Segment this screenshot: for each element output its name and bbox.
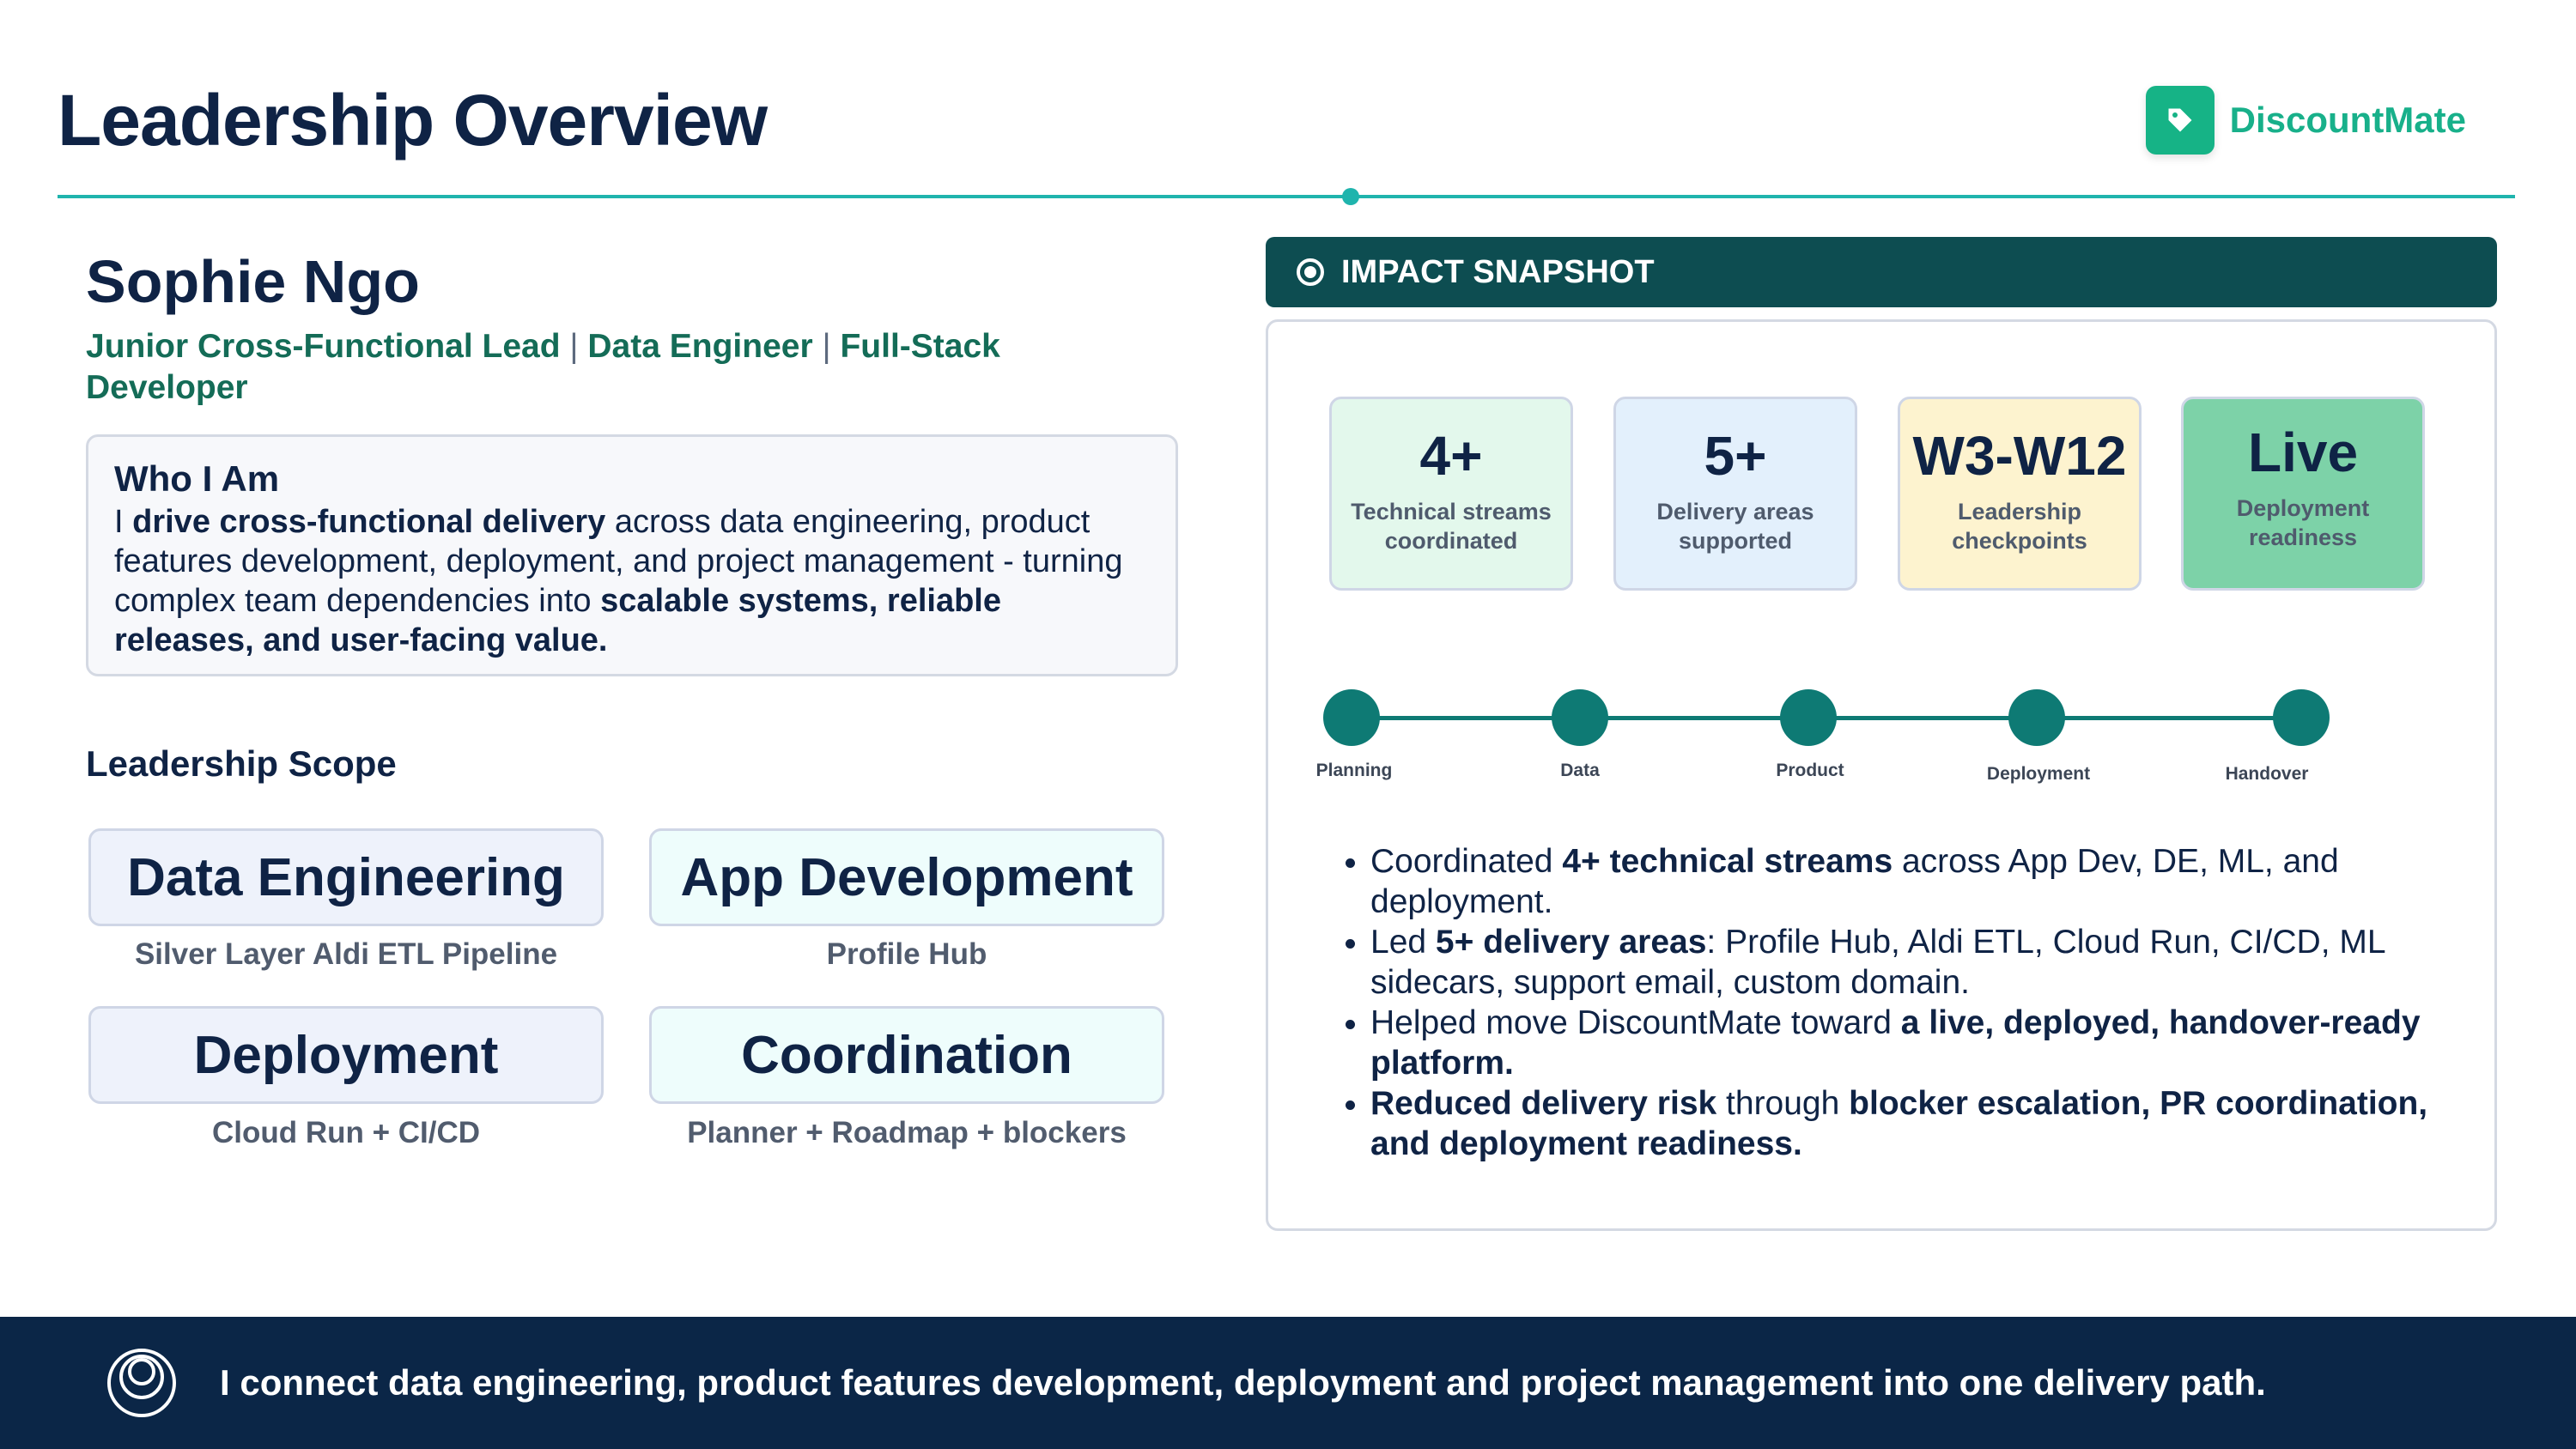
who-text-mid: across data engineering, product feature… [114, 504, 1123, 619]
timeline-dot [1780, 689, 1837, 746]
stat-card: 5+ Delivery areas supported [1613, 397, 1857, 591]
stat-card: Live Deployment readiness [2181, 397, 2425, 591]
page-title: Leadership Overview [58, 80, 768, 161]
who-text-bold: scalable systems, reliable releases, and… [114, 583, 1001, 658]
stat-label: Technical streams coordinated [1351, 499, 1552, 554]
footer-text: I connect data engineering, product feat… [220, 1362, 2266, 1403]
scope-data-engineering: Data Engineering [88, 828, 604, 926]
stat-value: 4+ [1419, 425, 1483, 487]
timeline-label-product: Product [1776, 761, 1844, 780]
scope-coordination: Coordination [649, 1006, 1164, 1104]
impact-snapshot-title: IMPACT SNAPSHOT [1341, 253, 1655, 290]
header-divider [58, 195, 2515, 198]
brand-logo: DiscountMate [2145, 86, 2466, 155]
impact-snapshot-header: IMPACT SNAPSHOT [1266, 237, 2497, 307]
bullet-item: Helped move DiscountMate toward a live, … [1370, 1003, 2478, 1083]
stat-label: Leadership checkpoints [1952, 499, 2087, 554]
stat-card: W3-W12 Leadership checkpoints [1898, 397, 2142, 591]
timeline-label-data: Data [1560, 761, 1600, 780]
target-icon [107, 1349, 176, 1417]
who-text-bold: drive cross-functional delivery [132, 504, 606, 540]
timeline-dot [1323, 689, 1380, 746]
timeline-label-deployment: Deployment [1986, 764, 2091, 784]
scope-deployment: Deployment [88, 1006, 604, 1104]
stat-label: Deployment readiness [2236, 495, 2370, 550]
role-1: Junior Cross-Functional Lead [86, 328, 561, 365]
timeline-label-planning: Planning [1315, 761, 1393, 780]
who-text-lead: I [114, 504, 133, 540]
role-separator: | [822, 328, 831, 365]
scope-sub: Silver Layer Aldi ETL Pipeline [134, 937, 558, 971]
timeline-dot [1552, 689, 1608, 746]
role-separator: | [569, 328, 579, 365]
timeline-dot [2273, 689, 2330, 746]
role-3: Full-Stack Developer [86, 328, 1000, 406]
footer-banner: I connect data engineering, product feat… [0, 1317, 2576, 1449]
stat-value: W3-W12 [1912, 425, 2127, 487]
timeline-label-handover: Handover [2225, 764, 2309, 784]
tag-icon [2145, 86, 2215, 155]
person-roles: Junior Cross-Functional Lead | Data Engi… [86, 326, 1073, 409]
role-2: Data Engineer [587, 328, 813, 365]
scope-app-development: App Development [649, 828, 1164, 926]
bullet-item: Led 5+ delivery areas: Profile Hub, Aldi… [1370, 922, 2478, 1003]
scope-title: Leadership Scope [86, 743, 397, 784]
brand-name: DiscountMate [2229, 100, 2466, 140]
stat-label: Delivery areas supported [1656, 499, 1814, 554]
scope-sub: Planner + Roadmap + blockers [687, 1116, 1127, 1149]
impact-bullets: Coordinated 4+ technical streams across … [1341, 841, 2478, 1164]
who-i-am-card: Who I Am I drive cross-functional delive… [86, 434, 1178, 676]
stat-value: 5+ [1704, 425, 1767, 487]
bullet-item: Coordinated 4+ technical streams across … [1370, 841, 2478, 922]
timeline-dot [2008, 689, 2065, 746]
person-name: Sophie Ngo [86, 248, 420, 315]
target-icon [1297, 258, 1324, 286]
who-i-am-title: Who I Am [114, 458, 280, 499]
who-i-am-text: I drive cross-functional delivery across… [114, 502, 1150, 660]
scope-sub: Cloud Run + CI/CD [211, 1116, 481, 1149]
bullet-item: Reduced delivery risk through blocker es… [1370, 1083, 2478, 1164]
stat-card: 4+ Technical streams coordinated [1329, 397, 1573, 591]
stat-value: Live [2247, 421, 2359, 483]
scope-sub: Profile Hub [826, 937, 987, 971]
divider-dot [1342, 188, 1359, 205]
